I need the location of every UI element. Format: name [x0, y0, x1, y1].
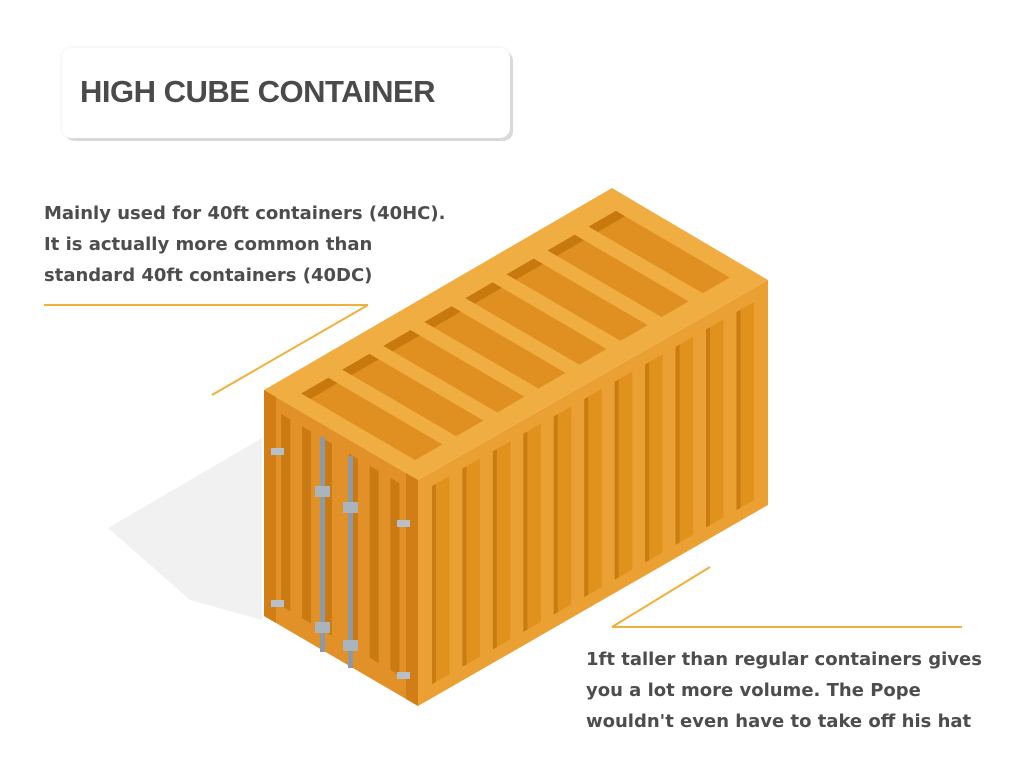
side-rib-edge — [523, 431, 528, 632]
side-rib-edge — [645, 362, 650, 563]
door-hinge — [397, 520, 410, 527]
side-rib — [614, 371, 633, 580]
door-lock-bar — [348, 456, 353, 668]
annotation-bottom-line-1: 1ft taller than regular containers gives — [586, 649, 982, 670]
roof-panel — [506, 258, 648, 341]
door-rib — [302, 426, 312, 624]
door-hinge — [271, 600, 284, 607]
roof-panel-shade — [342, 353, 379, 376]
annotation-line-top-diagonal — [211, 304, 369, 396]
side-rib — [584, 389, 602, 597]
title-card: HIGH CUBE CONTAINER — [62, 48, 510, 138]
container-roof-panels — [301, 210, 730, 461]
side-rib-edge — [492, 449, 497, 650]
side-rib-edge — [553, 414, 558, 615]
annotation-bottom-line-2: you a lot more volume. The Pope — [586, 680, 921, 701]
door-frame-left — [264, 390, 276, 623]
side-rib — [736, 302, 754, 510]
door-hinge — [397, 672, 410, 679]
roof-panel — [424, 306, 566, 389]
door-latch — [315, 486, 330, 497]
side-rib-edge — [432, 484, 436, 684]
roof-panel-shade — [506, 258, 543, 280]
door-latch — [343, 502, 358, 513]
roof-panel — [547, 234, 689, 318]
container-side-ribs — [432, 302, 754, 684]
roof-panel-shade — [588, 210, 626, 233]
door-latch — [315, 622, 330, 633]
side-rib — [462, 458, 480, 667]
side-rib — [706, 319, 724, 528]
side-rib-edge — [706, 327, 711, 528]
annotation-bottom-line-3: wouldn't even have to take off his hat — [586, 711, 972, 732]
side-rib — [523, 423, 541, 632]
roof-panel-shade — [424, 306, 461, 328]
side-rib-edge — [462, 466, 467, 667]
roof-panel-shade — [383, 330, 420, 352]
annotation-bottom: 1ft taller than regular containers gives… — [586, 644, 982, 737]
side-rib-edge — [675, 344, 680, 545]
roof-panel — [383, 330, 525, 413]
roof-panel-shade — [547, 234, 584, 256]
annotation-top: Mainly used for 40ft containers (40HC). … — [44, 198, 445, 291]
side-rib — [675, 336, 694, 545]
door-rib — [369, 465, 379, 664]
door-latch — [343, 640, 358, 651]
roof-panel-shade — [465, 282, 502, 304]
container-top-face — [264, 188, 768, 480]
annotation-top-line-3: standard 40ft containers (40DC) — [44, 265, 373, 286]
door-frame-right — [406, 473, 418, 706]
side-rib — [432, 476, 450, 684]
roof-panel-shade — [301, 377, 338, 399]
side-rib — [492, 441, 511, 650]
roof-panel — [342, 353, 484, 437]
side-rib-edge — [736, 310, 741, 510]
side-rib — [553, 406, 572, 615]
annotation-top-line-2: It is actually more common than — [44, 234, 373, 255]
annotation-top-line-1: Mainly used for 40ft containers (40HC). — [44, 203, 446, 224]
door-rib — [281, 414, 291, 612]
roof-panel — [465, 282, 607, 365]
side-rib-edge — [614, 379, 619, 580]
door-hinge — [271, 448, 284, 455]
container-door-hardware — [271, 437, 410, 679]
side-rib — [645, 354, 663, 563]
door-lock-bar — [320, 437, 325, 652]
side-rib-edge — [584, 397, 589, 597]
roof-panel — [301, 377, 443, 461]
page-title: HIGH CUBE CONTAINER — [80, 74, 436, 109]
door-rib — [390, 477, 400, 676]
annotation-line-bottom-diagonal — [611, 566, 711, 628]
container-shadow — [108, 438, 262, 620]
roof-panel — [588, 210, 730, 294]
